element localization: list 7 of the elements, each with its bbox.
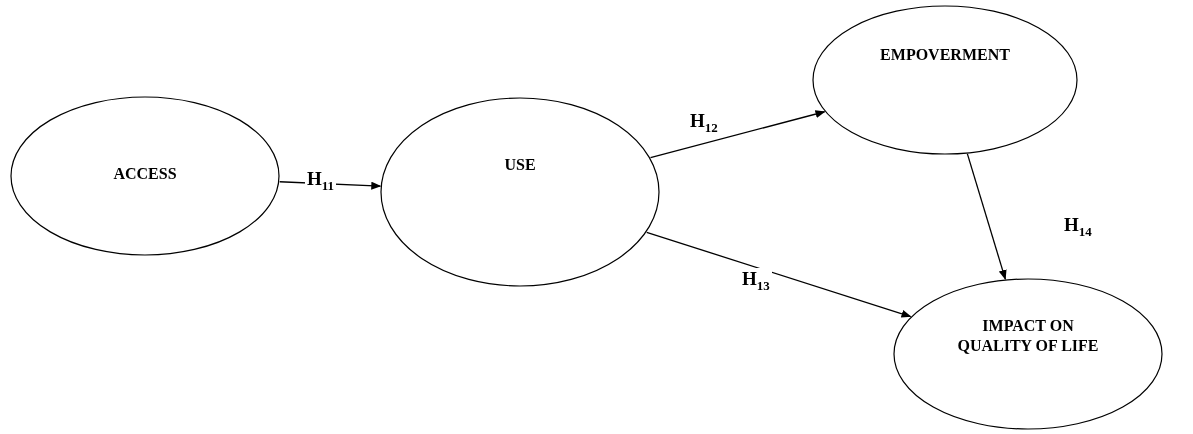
node-label: EMPOVERMENT	[879, 45, 1011, 65]
node-label: ACCESS	[112, 164, 178, 184]
node-label: USE	[503, 155, 537, 175]
arrow	[646, 231, 912, 318]
arrow	[649, 110, 826, 159]
node-label: IMPACT ON QUALITY OF LIFE	[956, 316, 1100, 356]
arrow	[966, 153, 1007, 281]
